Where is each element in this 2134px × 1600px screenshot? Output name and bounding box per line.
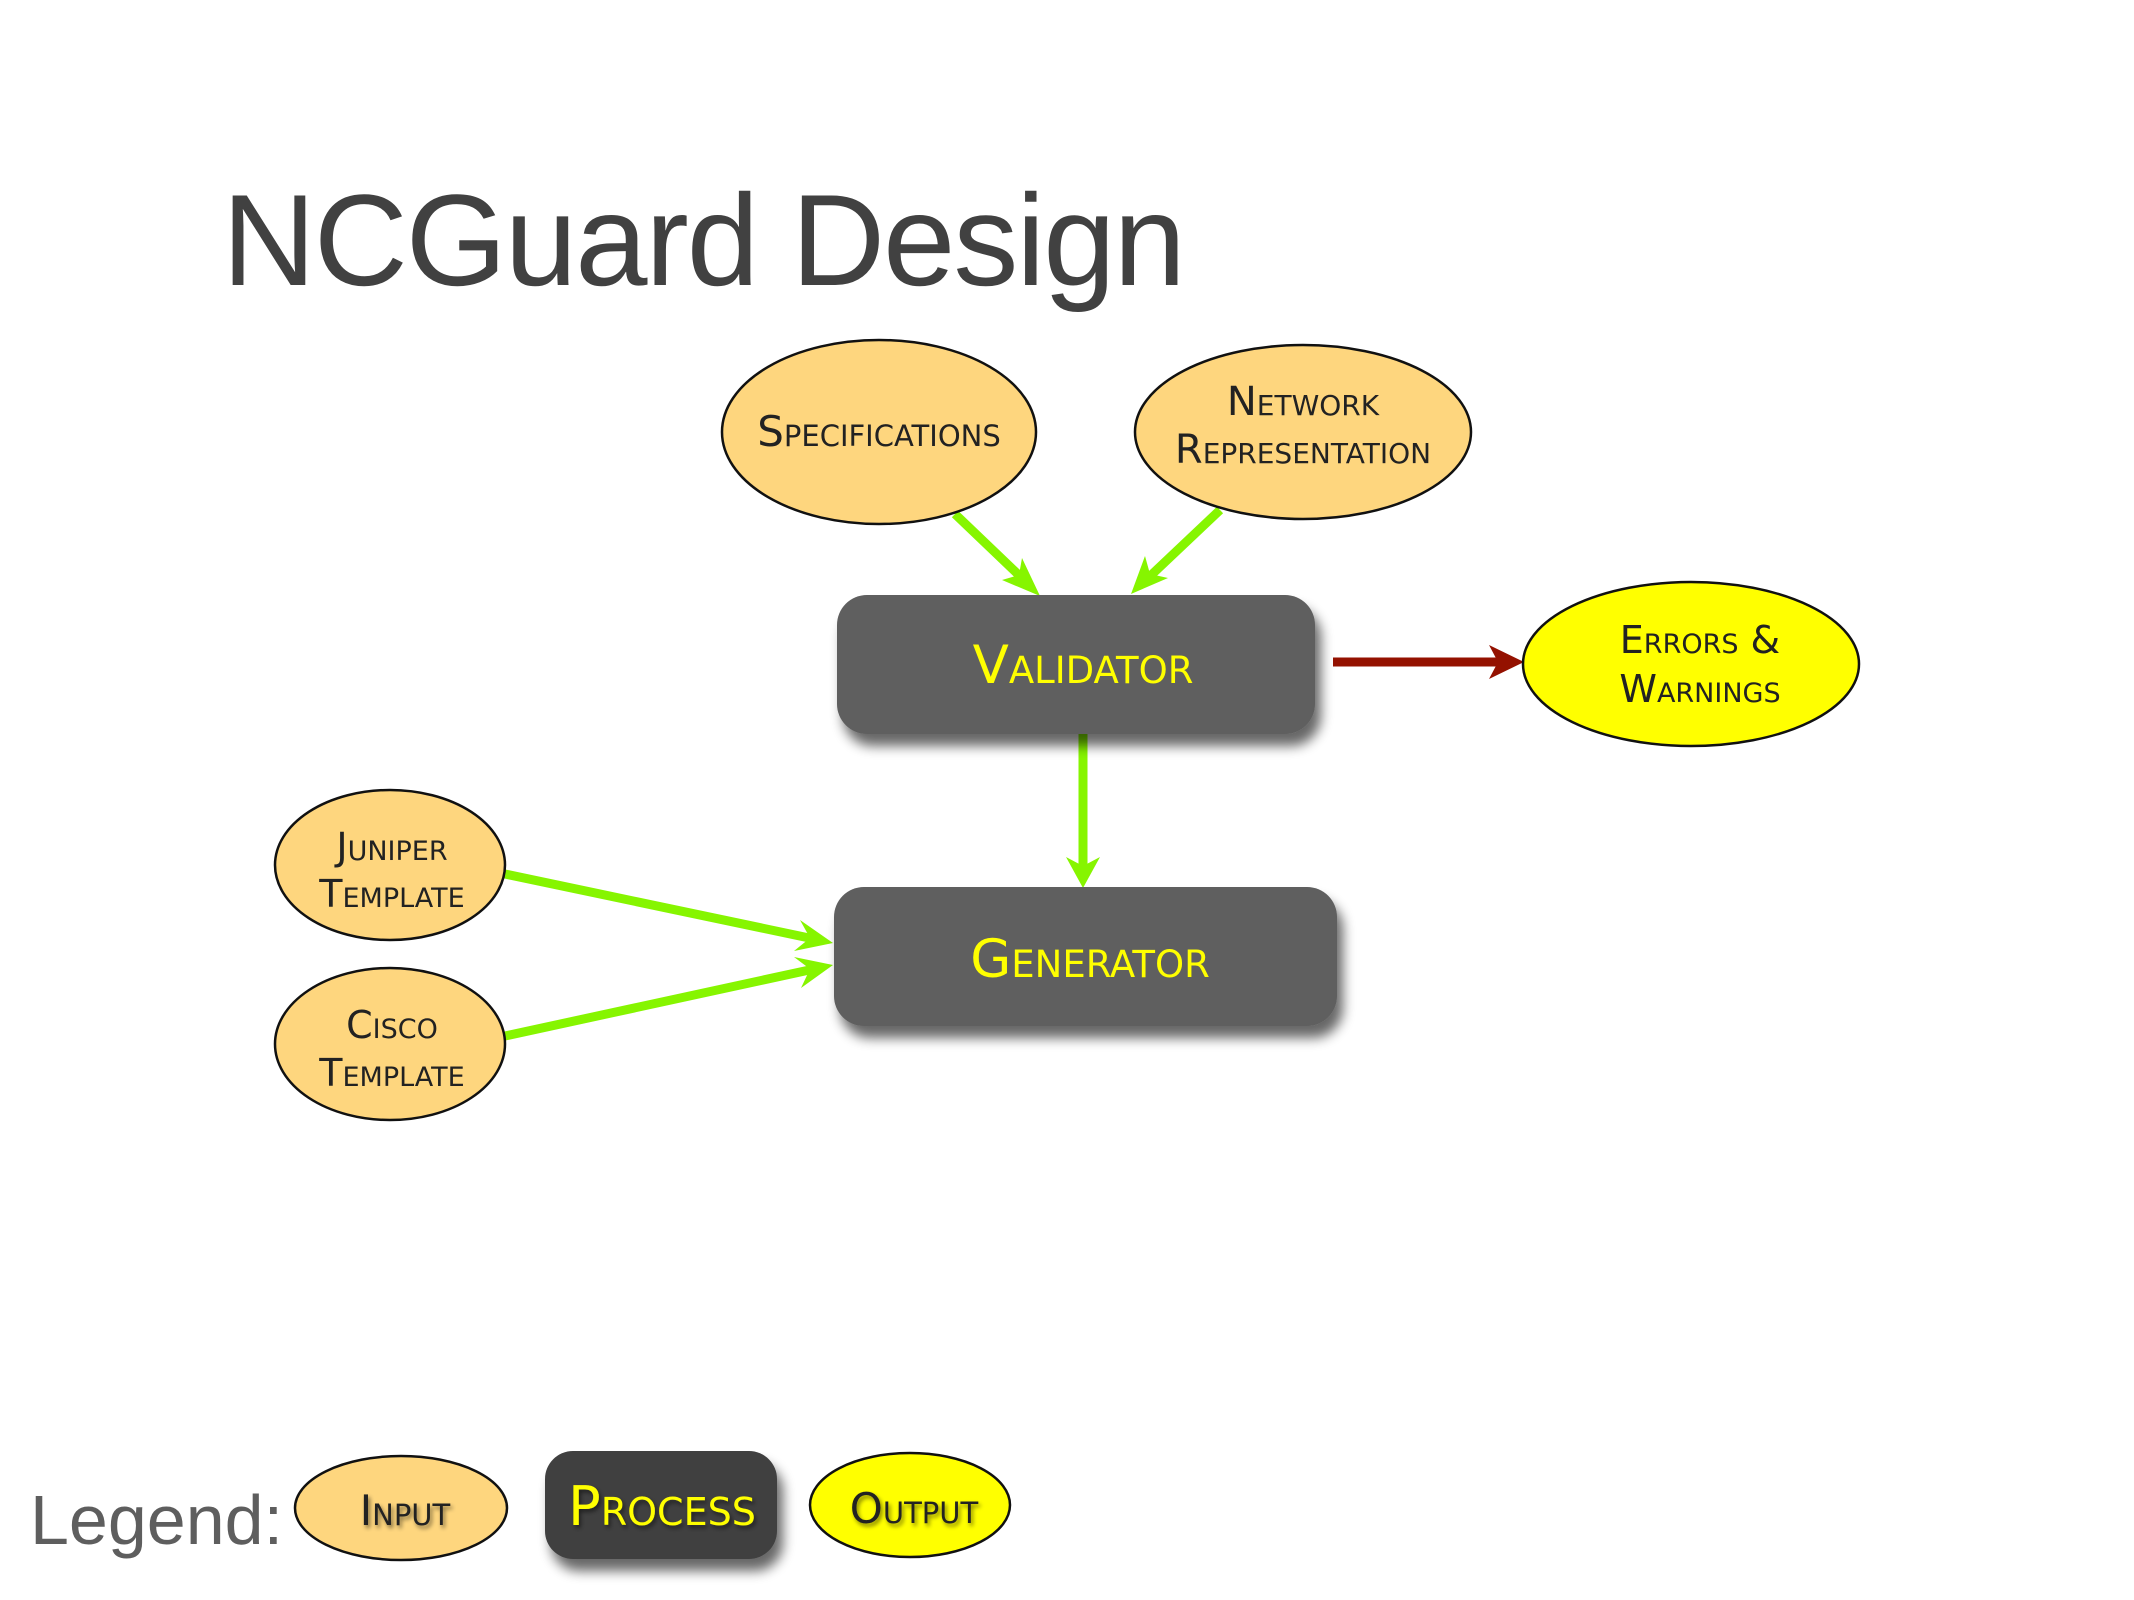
input-ellipse <box>273 788 507 942</box>
slide-title: NCGuard Design <box>222 167 1186 313</box>
legend-input-ellipse <box>293 1454 509 1562</box>
node-specifications[interactable]: Specifications <box>720 338 1038 526</box>
input-ellipse <box>273 966 507 1122</box>
edge-cisco-to-generator <box>504 957 833 1041</box>
arrowhead-icon <box>1131 556 1168 594</box>
legend-output: Output <box>808 1451 1012 1559</box>
legend-process: Process <box>545 1451 777 1559</box>
node-label-line2: Representation <box>1175 427 1431 473</box>
arrowhead-icon <box>1066 857 1100 888</box>
edge-specifications-to-validator <box>951 510 1040 596</box>
legend-output-label: Output <box>850 1484 979 1533</box>
node-label-line1: Juniper <box>334 825 447 869</box>
edge-line <box>951 510 1028 584</box>
input-ellipse <box>720 338 1038 526</box>
legend-label: Legend: <box>30 1481 284 1559</box>
legend-process-label: Process <box>568 1475 756 1538</box>
node-errors-warnings[interactable]: Errors & Warnings <box>1521 580 1861 748</box>
node-juniper-template[interactable]: Juniper Template <box>273 788 507 942</box>
edge-validator-to-errors <box>1333 645 1524 679</box>
node-generator[interactable]: Generator <box>834 887 1337 1026</box>
edge-network-to-validator <box>1131 506 1224 594</box>
arrowhead-icon <box>794 957 833 988</box>
node-network-representation[interactable]: Network Representation <box>1133 343 1473 521</box>
legend-input-label: Input <box>360 1486 451 1535</box>
node-label-line2: Warnings <box>1619 667 1780 711</box>
process-box <box>837 595 1315 734</box>
node-label-line1: Network <box>1227 379 1380 425</box>
node-validator[interactable]: Validator <box>837 595 1315 734</box>
edge-line <box>1142 506 1224 584</box>
edge-line <box>504 964 815 1041</box>
process-box <box>834 887 1337 1026</box>
node-label: Specifications <box>757 407 1001 456</box>
edge-juniper-to-generator <box>504 869 833 951</box>
arrowhead-icon <box>794 920 833 951</box>
edges-layer <box>504 506 1524 1041</box>
node-label-line2: Template <box>318 1051 464 1095</box>
node-label-line1: Errors & <box>1620 618 1780 662</box>
node-label: Generator <box>970 929 1210 990</box>
legend-input: Input <box>293 1454 509 1562</box>
edge-line <box>504 869 815 944</box>
node-label: Validator <box>973 635 1194 696</box>
legend-process-box <box>545 1451 777 1559</box>
input-ellipse <box>1133 343 1473 521</box>
node-label-line2: Template <box>318 872 464 916</box>
node-label-line1: Cisco <box>346 1003 438 1047</box>
legend: Input Process Output <box>293 1451 1012 1562</box>
node-cisco-template[interactable]: Cisco Template <box>273 966 507 1122</box>
legend-output-ellipse <box>808 1451 1012 1559</box>
arrowhead-icon <box>1489 645 1524 679</box>
output-ellipse <box>1521 580 1861 748</box>
edge-validator-to-generator <box>1066 734 1100 888</box>
arrowhead-icon <box>1002 558 1040 596</box>
